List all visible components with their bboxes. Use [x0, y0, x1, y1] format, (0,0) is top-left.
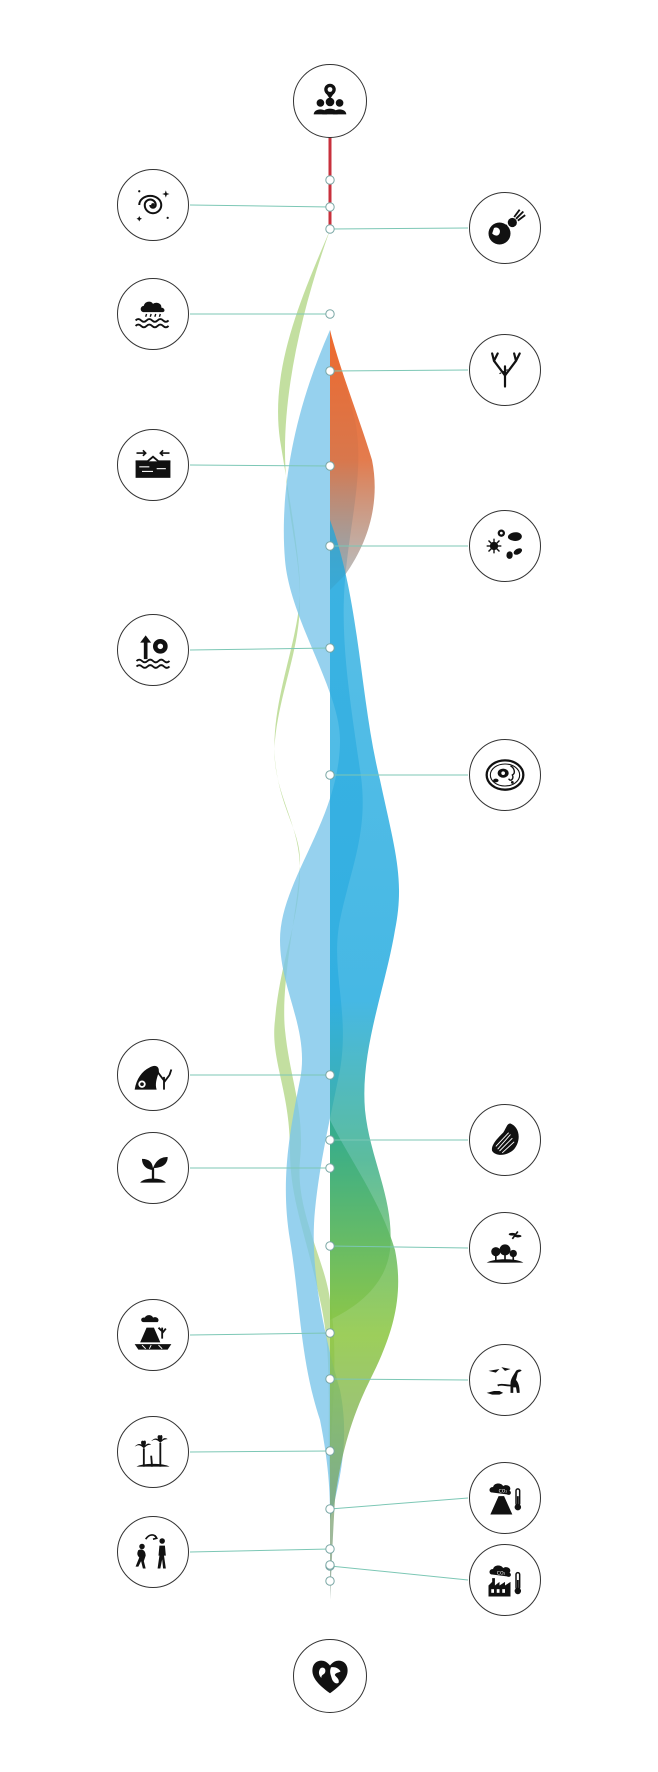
tectonic-plates-icon: [135, 449, 171, 478]
dinosaurs-icon: [486, 1367, 522, 1395]
eukaryotic-cell-icon: [485, 759, 525, 791]
palm-plants-icon: [134, 1435, 170, 1467]
timeline-node: CO₂: [469, 1544, 541, 1616]
timeline-node: [117, 278, 189, 350]
connector-line-right: [329, 1378, 469, 1381]
timeline-node: [117, 429, 189, 501]
timeline-node: [117, 1516, 189, 1588]
human-evolution-icon: [135, 1534, 166, 1569]
people-location-pin-icon: [313, 83, 347, 115]
timeline-dot: [325, 541, 335, 551]
timeline-dot: [325, 366, 335, 376]
timeline-dot: [325, 1504, 335, 1514]
timeline-dot: [325, 175, 335, 185]
timeline-node: [117, 1416, 189, 1488]
timeline-dot: [325, 643, 335, 653]
connector-line-left: [189, 1332, 331, 1336]
timeline-dot: [325, 461, 335, 471]
timeline-dot: [325, 202, 335, 212]
meteor-impact-planet-icon: [488, 209, 526, 245]
timeline-node: [117, 169, 189, 241]
connector-line-left: [189, 647, 331, 651]
svg-text:CO₂: CO₂: [497, 1571, 506, 1577]
timeline-node: [293, 64, 367, 138]
factory-co2-thermometer-icon: CO₂: [488, 1565, 522, 1597]
timeline-dot: [325, 1560, 335, 1570]
timeline-dot: [325, 1544, 335, 1554]
timeline-dot: [325, 1241, 335, 1251]
coral-reef-rock-icon: [134, 1065, 173, 1090]
timeline-node: [469, 1344, 541, 1416]
microbes-bacteria-icon: [486, 529, 523, 559]
timeline-node: [469, 192, 541, 264]
forest-dragonfly-icon: [486, 1231, 524, 1263]
branching-tree-icon: [491, 352, 521, 388]
timeline-dot: [325, 309, 335, 319]
timeline-node: [469, 739, 541, 811]
timeline-node: [469, 510, 541, 582]
connector-line-left: [189, 1450, 331, 1453]
rain-cloud-ocean-icon: [134, 301, 170, 329]
timeline-node: [293, 1639, 367, 1713]
connector-line-right: [329, 1245, 469, 1249]
timeline-node: [469, 1104, 541, 1176]
timeline-dot: [325, 1374, 335, 1384]
sprouting-plant-icon: [140, 1157, 168, 1183]
volcano-co2-thermometer-icon: CO₂: [489, 1483, 522, 1515]
volcano-cracked-earth-icon: [134, 1315, 172, 1350]
deep-blue-band: [330, 520, 400, 1320]
connector-line-right: [329, 227, 469, 230]
timeline-dot: [325, 770, 335, 780]
galaxy-spiral-icon: [136, 190, 170, 222]
timeline-node: [117, 1039, 189, 1111]
timeline-node: [469, 334, 541, 406]
timeline-node: CO₂: [469, 1462, 541, 1534]
timeline-dot: [325, 1135, 335, 1145]
connector-line-left: [189, 464, 331, 467]
timeline-node: [469, 1212, 541, 1284]
timeline-node: [117, 614, 189, 686]
orange-origin-band: [330, 330, 375, 590]
rising-cell-from-water-icon: [135, 635, 171, 669]
lower-green-band: [330, 1120, 399, 1600]
timeline-dot: [325, 1163, 335, 1173]
svg-text:CO₂: CO₂: [499, 1489, 508, 1495]
timeline-dot: [325, 224, 335, 234]
trilobite-fossil-icon: [491, 1123, 519, 1155]
connector-line-right: [329, 369, 469, 372]
connector-line-right: [329, 1565, 469, 1581]
timeline-dot: [325, 1070, 335, 1080]
timeline-dot: [325, 1576, 335, 1586]
heart-earth-icon: [312, 1660, 348, 1694]
timeline-dot: [325, 1328, 335, 1338]
connector-line-right: [329, 1497, 469, 1510]
connector-line-left: [189, 1548, 331, 1553]
timeline-dot: [325, 1446, 335, 1456]
timeline-node: [117, 1299, 189, 1371]
timeline-node: [117, 1132, 189, 1204]
connector-line-left: [189, 204, 331, 208]
